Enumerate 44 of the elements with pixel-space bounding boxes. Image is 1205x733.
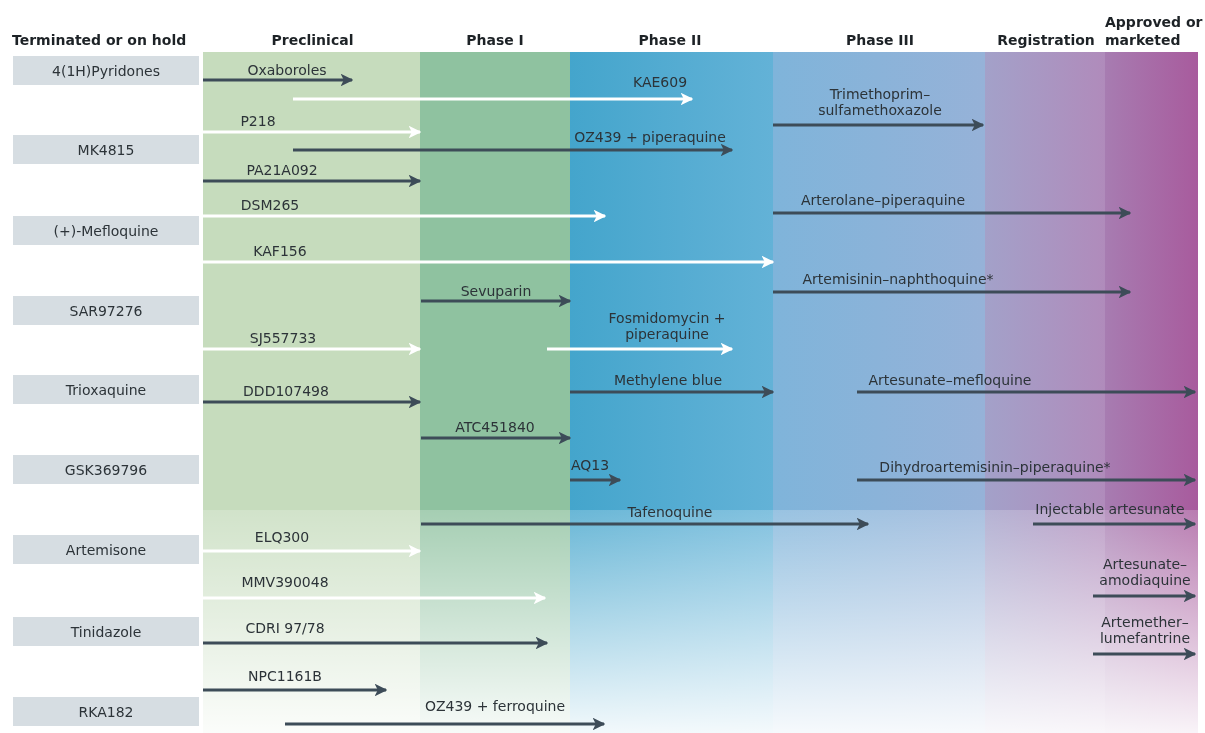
compound-label: NPC1161B <box>247 668 323 684</box>
compound-label: Sevuparin <box>459 283 533 299</box>
terminated-compound-box: 4(1H)Pyridones <box>13 56 199 85</box>
compound-label: Artemisinin–naphthoquine* <box>801 271 995 287</box>
compound-label: Injectable artesunate <box>1034 501 1186 517</box>
compound-label: Dihydroartemisinin–piperaquine* <box>878 459 1112 475</box>
compound-label: DSM265 <box>239 197 301 213</box>
column-header: Preclinical <box>270 31 355 49</box>
compound-label: ATC451840 <box>454 419 536 435</box>
compound-label: KAF156 <box>252 243 308 259</box>
compound-label: Arterolane–piperaquine <box>799 192 967 208</box>
terminated-compound-box: Trioxaquine <box>13 375 199 404</box>
column-header: Approved or marketed <box>1105 13 1204 49</box>
compound-label: MMV390048 <box>240 574 330 590</box>
terminated-compound-box: (+)-Mefloquine <box>13 216 199 245</box>
compound-label: Tafenoquine <box>626 504 714 520</box>
compound-label: Artesunate–amodiaquine <box>1098 556 1192 588</box>
compound-label: Artemether–lumefantrine <box>1099 614 1191 646</box>
compound-label: KAE609 <box>631 74 689 90</box>
column-header: Phase III <box>845 31 915 49</box>
terminated-compound-box: GSK369796 <box>13 455 199 484</box>
compound-label: DDD107498 <box>242 383 330 399</box>
terminated-compound-box: RKA182 <box>13 697 199 726</box>
compound-label: PA21A092 <box>245 162 319 178</box>
terminated-compound-box: MK4815 <box>13 135 199 164</box>
terminated-compound-box: Artemisone <box>13 535 199 564</box>
column-header: Phase I <box>465 31 525 49</box>
compound-label: P218 <box>239 113 277 129</box>
compound-label: Fosmidomycin + piperaquine <box>607 310 727 342</box>
column-header: Registration <box>996 31 1096 49</box>
compound-label: ELQ300 <box>253 529 311 545</box>
compound-label: SJ557733 <box>248 330 318 346</box>
compound-label: Artesunate–mefloquine <box>867 372 1033 388</box>
compound-label: Oxaboroles <box>246 62 328 78</box>
compound-label: Methylene blue <box>612 372 723 388</box>
compound-label: Trimethoprim–sulfamethoxazole <box>817 86 943 118</box>
compound-label: CDRI 97/78 <box>244 620 326 636</box>
compound-label: OZ439 + piperaquine <box>573 129 727 145</box>
column-header: Terminated or on hold <box>12 31 188 49</box>
compound-label: OZ439 + ferroquine <box>423 698 567 714</box>
terminated-compound-box: Tinidazole <box>13 617 199 646</box>
column-header: Phase II <box>637 31 703 49</box>
terminated-compound-box: SAR97276 <box>13 296 199 325</box>
compound-label: AQ13 <box>569 457 611 473</box>
